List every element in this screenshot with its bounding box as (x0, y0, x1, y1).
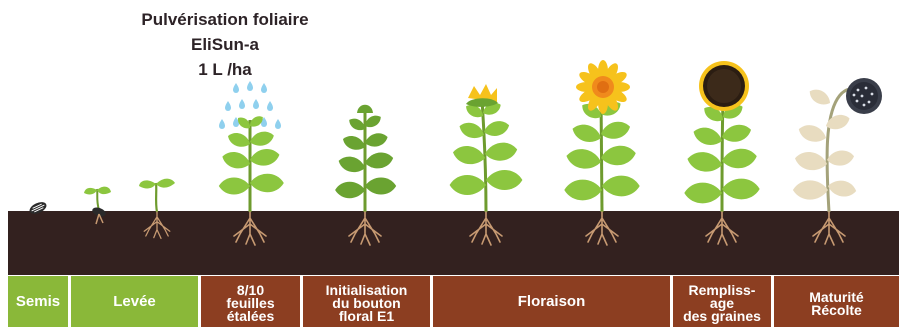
stage-label: Initialisation du bouton floral E1 (326, 280, 408, 323)
stage-8-10-feuilles: 8/10 feuilles étalées (201, 276, 300, 327)
stage-label: Levée (113, 295, 156, 308)
stage-semis: Semis (8, 276, 68, 327)
stage-label: Rempliss- age des graines (683, 280, 761, 323)
stage-floraison: Floraison (433, 276, 670, 327)
stage-label: Semis (16, 295, 60, 308)
stage-label: Floraison (518, 295, 586, 308)
sunflower-head-icon (466, 84, 498, 107)
stage-label: Maturité Récolte (809, 287, 863, 317)
stage-maturite-recolte: Maturité Récolte (774, 276, 899, 327)
stage-bouton-floral-e1: Initialisation du bouton floral E1 (303, 276, 430, 327)
stage-remplissage-graines: Rempliss- age des graines (673, 276, 771, 327)
sunflower-head-icon (846, 78, 882, 114)
application-title: Pulvérisation foliaire (125, 7, 325, 32)
spray-application-label: Pulvérisation foliaire EliSun-a 1 L /ha (125, 7, 325, 82)
sunflower-head-icon (699, 61, 749, 111)
application-dose: 1 L /ha (125, 57, 325, 82)
stage-levee: Levée (71, 276, 198, 327)
soil (8, 211, 899, 275)
product-name: EliSun-a (125, 32, 325, 57)
stage-label: 8/10 feuilles étalées (226, 280, 274, 323)
growth-stage-bar: Semis Levée 8/10 feuilles étalées Initia… (8, 276, 899, 327)
